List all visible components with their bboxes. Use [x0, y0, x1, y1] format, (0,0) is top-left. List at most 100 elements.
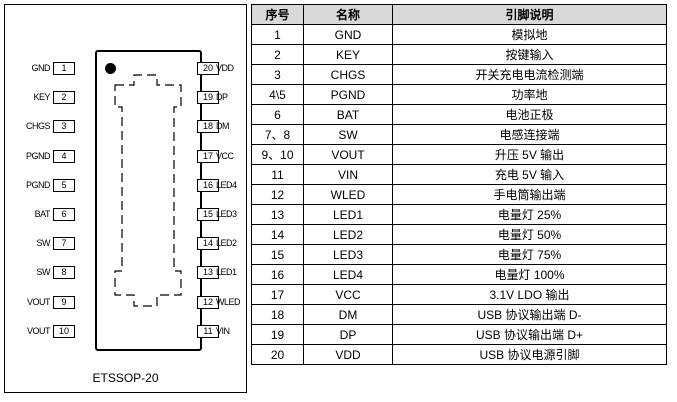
cell-name: VCC — [303, 284, 393, 305]
cell-index: 4\5 — [251, 84, 304, 105]
table-header-row: 序号 名称 引脚说明 — [251, 4, 667, 25]
cell-name: DM — [303, 304, 393, 325]
pin-number-box: 17 — [197, 150, 219, 163]
cell-name: LED3 — [303, 244, 393, 265]
pin-label: BAT — [34, 209, 51, 219]
cell-description: 电量灯 75% — [392, 244, 667, 265]
cell-index: 6 — [251, 104, 304, 125]
cell-name: LED1 — [303, 204, 393, 225]
cell-name: BAT — [303, 104, 393, 125]
pin-number-box: 1 — [53, 62, 75, 75]
cell-name: CHGS — [303, 64, 393, 85]
pin-number-box: 19 — [197, 91, 219, 104]
cell-description: USB 协议电源引脚 — [392, 344, 667, 365]
pin-number-box: 6 — [53, 208, 75, 221]
chip-body — [95, 50, 202, 351]
pin-label: VDD — [216, 63, 234, 73]
cell-index: 7、8 — [251, 124, 304, 145]
cell-name: SW — [303, 124, 393, 145]
pin-label: VOUT — [26, 326, 51, 336]
pin-number-box: 10 — [53, 325, 75, 338]
pin-number-box: 4 — [53, 150, 75, 163]
cell-name: VOUT — [303, 144, 393, 165]
pin-number-box: 5 — [53, 179, 75, 192]
pin-number-box: 12 — [197, 296, 219, 309]
cell-name: DP — [303, 324, 393, 345]
cell-index: 18 — [251, 304, 304, 325]
header-index: 序号 — [251, 4, 304, 25]
pin-number-box: 16 — [197, 179, 219, 192]
cell-description: 模拟地 — [392, 24, 667, 45]
pin-label: LED3 — [216, 209, 237, 219]
cell-description: 开关充电电流检测端 — [392, 64, 667, 85]
cell-description: 3.1V LDO 输出 — [392, 284, 667, 305]
cell-description: 电量灯 100% — [392, 264, 667, 285]
pin-number-box: 15 — [197, 208, 219, 221]
cell-index: 9、10 — [251, 144, 304, 165]
pin-label: LED4 — [216, 180, 237, 190]
cell-index: 2 — [251, 44, 304, 65]
cell-description: 功率地 — [392, 84, 667, 105]
cell-index: 1 — [251, 24, 304, 45]
cell-description: 电量灯 50% — [392, 224, 667, 245]
cell-description: 按键输入 — [392, 44, 667, 65]
pin-number-box: 20 — [197, 62, 219, 75]
cell-index: 14 — [251, 224, 304, 245]
pin-number-box: 13 — [197, 266, 219, 279]
cell-index: 15 — [251, 244, 304, 265]
pin-label: PGND — [25, 151, 51, 161]
cell-name: GND — [303, 24, 393, 45]
pin-number-box: 7 — [53, 237, 75, 250]
cell-name: LED4 — [303, 264, 393, 285]
cell-index: 19 — [251, 324, 304, 345]
pin-number-box: 2 — [53, 91, 75, 104]
pin-label: SW — [36, 267, 51, 277]
pin-number-box: 8 — [53, 266, 75, 279]
pin-label: PGND — [25, 180, 51, 190]
pin-label: VCC — [216, 151, 234, 161]
cell-description: USB 协议输出端 D- — [392, 304, 667, 325]
cell-description: 充电 5V 输入 — [392, 164, 667, 185]
header-description: 引脚说明 — [392, 4, 667, 25]
cell-index: 12 — [251, 184, 304, 205]
cell-index: 20 — [251, 344, 304, 365]
cell-index: 11 — [251, 164, 304, 185]
cell-description: 手电筒输出端 — [392, 184, 667, 205]
pin-label: CHGS — [25, 121, 51, 131]
pin-number-box: 3 — [53, 120, 75, 133]
cell-description: USB 协议输出端 D+ — [392, 324, 667, 345]
pin-number-box: 11 — [197, 325, 219, 338]
pin-number-box: 18 — [197, 120, 219, 133]
pin1-marker — [105, 63, 116, 74]
pin-label: DP — [216, 92, 228, 102]
pin-label: VOUT — [26, 297, 51, 307]
pin-number-box: 14 — [197, 237, 219, 250]
cell-name: VDD — [303, 344, 393, 365]
pin-label: LED2 — [216, 238, 237, 248]
pin-label: VIN — [216, 326, 230, 336]
cell-name: VIN — [303, 164, 393, 185]
cell-index: 13 — [251, 204, 304, 225]
header-name: 名称 — [303, 4, 393, 25]
cell-description: 电池正极 — [392, 104, 667, 125]
pin-label: DM — [216, 121, 230, 131]
cell-index: 16 — [251, 264, 304, 285]
pin-label: WLED — [216, 297, 241, 307]
cell-description: 升压 5V 输出 — [392, 144, 667, 165]
cell-description: 电感连接端 — [392, 124, 667, 145]
